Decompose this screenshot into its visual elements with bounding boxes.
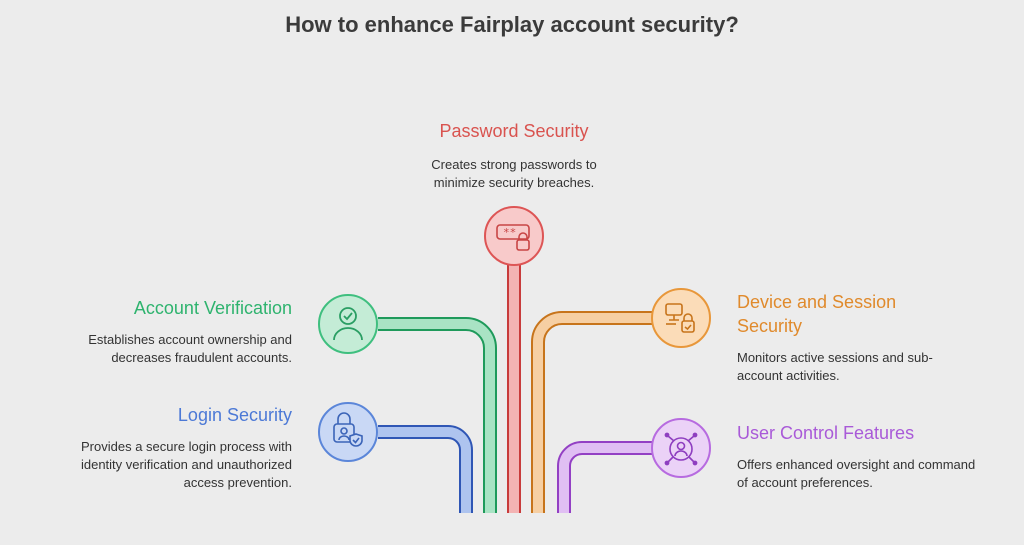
device-session-security-label: Device and Session Security [737,292,897,336]
connector-account-verification [378,317,497,513]
connector-user-control-features [557,441,652,513]
password-security-label: Password Security [439,121,589,141]
user-control-features-node [651,418,711,478]
login-security-description: Provides a secure login process with ide… [80,439,292,490]
connector-login-security [378,425,473,513]
svg-text:**: ** [503,226,516,239]
id-lock-shield-icon [333,412,363,447]
account-verification-description: Establishes account ownership and decrea… [88,332,292,365]
login-security-node [318,402,378,462]
page-title: How to enhance Fairplay account security… [285,12,739,37]
user-control-features-label: User Control Features [737,423,915,443]
connector-device-session-security [531,311,652,513]
user-check-icon [333,307,363,341]
user-network-icon [664,432,698,466]
password-lock-icon: ** [496,224,530,251]
login-security-label: Login Security [177,405,292,425]
password-security-description: Creates strong passwords to minimize sec… [431,157,597,190]
devices-lock-icon [665,303,695,333]
password-security-node: ** [484,206,544,266]
account-verification-node [318,294,378,354]
device-session-security-description: Monitors active sessions and sub-account… [737,350,933,383]
device-session-security-node [651,288,711,348]
account-verification-label: Account Verification [133,298,292,318]
user-control-features-description: Offers enhanced oversight and command of… [737,457,976,490]
